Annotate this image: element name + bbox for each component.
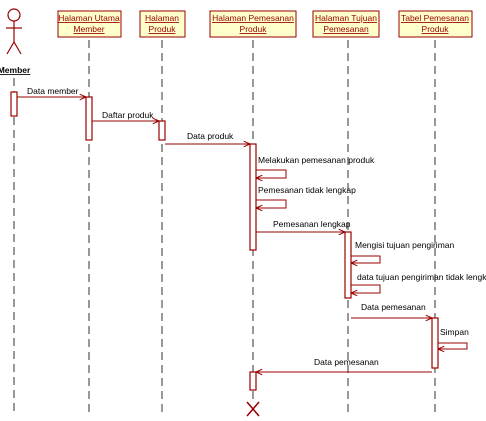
self-message-simpan: Simpan bbox=[438, 327, 469, 349]
activation-bar bbox=[344, 231, 352, 299]
object-halaman-pemesanan-produk: Halaman Pemesanan Produk bbox=[209, 10, 297, 38]
message-daftar-produk: Daftar produk bbox=[92, 110, 159, 121]
self-message-data-tujuan-tidak-lengkap: data tujuan pengiriman tidak lengkap bbox=[351, 272, 486, 293]
member-actor: Member bbox=[0, 8, 31, 75]
message-data-produk: Data produk bbox=[165, 131, 250, 144]
object-halaman-tujuan-pemesanan: Halaman Tujuan Pemesanan bbox=[312, 10, 380, 38]
message-label: Melakukan pemesanan produk bbox=[258, 155, 375, 165]
message-label: Data pemesanan bbox=[314, 357, 379, 367]
message-data-pemesanan-to-tabel: Data pemesanan bbox=[351, 302, 432, 318]
message-pemesanan-lengkap: Pemesanan lengkap bbox=[256, 219, 351, 232]
activation-bar bbox=[431, 317, 439, 369]
activation-bar bbox=[249, 143, 257, 251]
self-message-melakukan-pemesanan: Melakukan pemesanan produk bbox=[256, 155, 375, 178]
message-data-pemesanan-return: Data pemesanan bbox=[256, 357, 432, 372]
object-label-line2: Produk bbox=[149, 24, 177, 34]
message-data-member: Data member bbox=[17, 86, 86, 97]
activation-bar bbox=[10, 91, 18, 117]
message-label: data tujuan pengiriman tidak lengkap bbox=[357, 272, 486, 282]
message-label: Pemesanan lengkap bbox=[273, 219, 351, 229]
activation-bar bbox=[158, 120, 166, 141]
message-label: Data pemesanan bbox=[361, 302, 426, 312]
object-label-line2: Produk bbox=[422, 24, 450, 34]
object-halaman-produk: Halaman Produk bbox=[139, 10, 186, 38]
object-tabel-pemesanan-produk: Tabel Pemesanan Produk bbox=[398, 10, 473, 38]
object-label-line2: Produk bbox=[240, 24, 268, 34]
message-label: Daftar produk bbox=[102, 110, 154, 120]
object-label-line2: Member bbox=[73, 24, 104, 34]
message-label: Mengisi tujuan pengiriman bbox=[355, 240, 454, 250]
object-label-line1: Halaman Pemesanan bbox=[212, 13, 294, 23]
object-label-line1: Tabel Pemesanan bbox=[401, 13, 469, 23]
object-halaman-utama-member: Halaman Utama Member bbox=[57, 10, 122, 38]
activation-bar bbox=[249, 371, 257, 391]
destroy-x-icon bbox=[246, 401, 260, 417]
stick-figure-icon bbox=[6, 8, 22, 55]
object-label-line1: Halaman Utama bbox=[58, 13, 120, 23]
message-label: Pemesanan tidak lengkap bbox=[258, 185, 356, 195]
activation-bar bbox=[85, 96, 93, 141]
message-label: Data member bbox=[27, 86, 79, 96]
message-label: Data produk bbox=[187, 131, 234, 141]
self-message-mengisi-tujuan: Mengisi tujuan pengiriman bbox=[351, 240, 454, 263]
message-label: Simpan bbox=[440, 327, 469, 337]
actor-label: Member bbox=[0, 65, 31, 75]
self-message-pemesanan-tidak-lengkap: Pemesanan tidak lengkap bbox=[256, 185, 356, 208]
object-label-line1: Halaman Tujuan bbox=[315, 13, 377, 23]
object-label-line2: Pemesanan bbox=[323, 24, 369, 34]
object-label-line1: Halaman bbox=[145, 13, 179, 23]
